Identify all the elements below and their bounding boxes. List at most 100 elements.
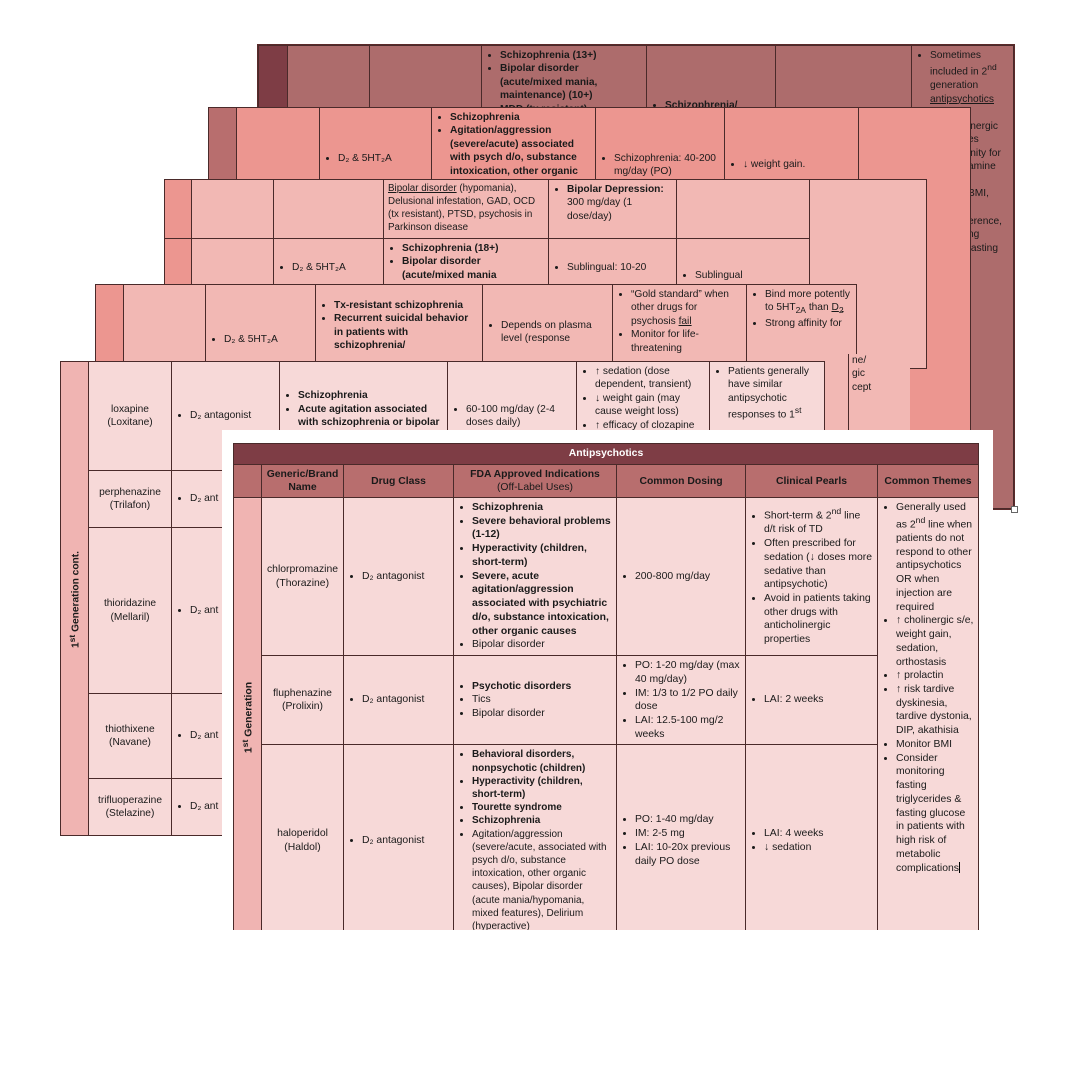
indications-cell: Behavioral disorders, nonpsychotic (chil… xyxy=(453,744,617,930)
list-item: D₂ & 5HT₂A xyxy=(292,261,379,274)
list-item: Bipolar disorder xyxy=(472,707,612,721)
header-indications-main: FDA Approved Indications xyxy=(470,469,600,480)
drug-name-cell: trifluoperazine (Stelazine) xyxy=(88,778,172,836)
list-item: D₂ antagonist xyxy=(362,693,449,707)
dosing-label: Bipolar Depression: xyxy=(567,184,664,195)
list-item: Hyperactivity (children, short-term) xyxy=(472,775,612,801)
list-item: Bipolar disorder (acute/mixed mania xyxy=(402,255,544,282)
generation-label: 1st Generation xyxy=(233,497,262,930)
list-item: LAI: 2 weeks xyxy=(764,693,873,707)
list-item: ↓ weight gain (may cause weight loss) xyxy=(595,392,705,419)
dosing-cell: PO: 1-40 mg/day IM: 2-5 mg LAI: 10-20x p… xyxy=(616,744,746,930)
list-item: Schizophrenia/ xyxy=(665,99,771,112)
fragment: fasting xyxy=(968,242,999,254)
list-item: Psychotic disorders xyxy=(472,680,612,694)
list-item: ↑ risk tardive dyskinesia, tardive dysto… xyxy=(896,683,974,738)
list-item: D₂ ant xyxy=(190,729,275,742)
resize-handle[interactable] xyxy=(1011,506,1018,513)
text-cursor xyxy=(958,862,960,874)
list-item: Severe, acute agitation/aggression assoc… xyxy=(472,570,612,639)
list-item: Recurrent suicidal behavior in patients … xyxy=(334,312,478,352)
list-item: Consider monitoring fasting triglyceride… xyxy=(896,752,974,876)
drug-class-cell: D₂ antagonist xyxy=(343,496,454,657)
generation-label: 1st Generation cont. xyxy=(60,361,89,836)
list-item: Sometimes included in 2nd generation ant… xyxy=(930,49,1009,106)
list-item: ↓ sedation xyxy=(764,841,873,855)
list-item: Schizophrenia: 40-200 mg/day (PO) xyxy=(614,152,720,179)
sheet3-side-cell xyxy=(164,179,192,239)
header-name: Generic/Brand Name xyxy=(261,464,344,498)
sheet3-offlabel-cell: Bipolar disorder (hypomania), Delusional… xyxy=(383,179,549,239)
fragment: gic xyxy=(852,368,866,380)
indications-cell: Psychotic disorders Tics Bipolar disorde… xyxy=(453,655,617,746)
offlabel-text: (hypomania), Delusional infestation, GAD… xyxy=(388,183,536,233)
list-item: IM: 2-5 mg xyxy=(635,827,741,841)
list-item: Severe behavioral problems (1-12) xyxy=(472,515,612,542)
list-item: ↑ cholinergic s/e, weight gain, sedation… xyxy=(896,614,974,669)
list-item: ↓ weight gain. xyxy=(743,158,854,171)
list-item: ↑ sedation (dose dependent, transient) xyxy=(595,365,705,392)
sheet3-pearls-cell xyxy=(676,179,810,239)
underlined-word: fail xyxy=(678,315,692,327)
list-item: LAI: 10-20x previous daily PO dose xyxy=(635,841,741,868)
header-pearls: Clinical Pearls xyxy=(745,464,878,498)
list-item: D₂ & 5HT₂A xyxy=(224,333,311,346)
table-row: fluphenazine (Prolixin) D₂ antagonist Ps… xyxy=(234,655,979,746)
sheet-fragments-right: ne/ gic cept xyxy=(848,354,910,430)
list-item: D₂ ant xyxy=(190,492,275,505)
fragment: inity for xyxy=(968,147,1001,159)
list-item: LAI: 4 weeks xyxy=(764,827,873,841)
list-item: Hyperactivity (children, short-term) xyxy=(472,542,612,569)
list-item: Generally used as 2nd line when patients… xyxy=(896,501,974,614)
header-class: Drug Class xyxy=(343,464,454,498)
list-item: Avoid in patients taking other drugs wit… xyxy=(764,592,873,647)
list-item: D₂ antagonist xyxy=(190,409,275,422)
drug-name-cell: thiothixene (Navane) xyxy=(88,693,172,779)
drug-name-cell: loxapine (Loxitane) xyxy=(88,361,172,471)
drug-name-cell: thioridazine (Mellaril) xyxy=(88,527,172,694)
sheet3-class-cell xyxy=(273,179,384,239)
list-item: Agitation/aggression (severe/acute, asso… xyxy=(472,828,612,930)
fragment: ne/ xyxy=(852,355,867,366)
list-item: Schizophrenia (13+) xyxy=(500,49,642,62)
fragment: es xyxy=(968,134,979,146)
list-item: ↑ prolactin xyxy=(896,669,974,683)
table-row: haloperidol (Haldol) D₂ antagonist Behav… xyxy=(234,744,979,930)
dosing-value: 300 mg/day (1 dose/day) xyxy=(567,197,633,222)
list-item: 60-100 mg/day (2-4 doses daily) xyxy=(466,403,572,430)
drug-name-cell: haloperidol (Haldol) xyxy=(261,744,344,930)
pearls-cell: LAI: 4 weeks ↓ sedation xyxy=(745,744,878,930)
list-item: Behavioral disorders, nonpsychotic (chil… xyxy=(472,748,612,774)
pearls-cell: LAI: 2 weeks xyxy=(745,655,878,746)
fragment: erence, xyxy=(968,215,1002,227)
drug-name-cell: chlorpromazine (Thorazine) xyxy=(261,496,344,657)
drug-class-cell: D₂ antagonist xyxy=(343,744,454,930)
dosing-cell: PO: 1-20 mg/day (max 40 mg/day) IM: 1/3 … xyxy=(616,655,746,746)
header-indications-sub: (Off-Label Uses) xyxy=(496,482,574,493)
list-item: D₂ antagonist xyxy=(362,834,449,848)
fragment: amine xyxy=(968,161,996,173)
drug-name-cell: perphenazine (Trilafon) xyxy=(88,470,172,528)
sheet-fragments-right-2 xyxy=(848,365,906,431)
header-indications: FDA Approved Indications (Off-Label Uses… xyxy=(453,464,617,498)
fragment: ng xyxy=(968,229,980,241)
list-item: Monitor BMI xyxy=(896,738,974,752)
offlabel-link: Bipolar disorder xyxy=(388,183,457,194)
list-item: Bind more potently to 5HT2A than D2 xyxy=(765,288,852,317)
list-item: Sublingual xyxy=(695,269,805,282)
main-sheet: Antipsychotics Generic/Brand Name Drug C… xyxy=(222,430,993,930)
table-title: Antipsychotics xyxy=(233,443,979,465)
list-item: Tourette syndrome xyxy=(472,801,612,814)
dosing-cell: 200-800 mg/day xyxy=(616,496,746,657)
list-item: Schizophrenia xyxy=(472,501,612,515)
pearls-cell: Short-term & 2nd line d/t risk of TD Oft… xyxy=(745,496,878,657)
list-item: Tx-resistant schizophrenia xyxy=(334,299,478,312)
list-item: PO: 1-20 mg/day (max 40 mg/day) xyxy=(635,659,741,686)
header-themes: Common Themes xyxy=(877,464,979,498)
fragment: cept xyxy=(852,381,872,393)
drug-class-cell: D₂ antagonist xyxy=(343,655,454,746)
list-item: “Gold standard” when other drugs for psy… xyxy=(631,288,742,328)
list-item: D₂ antagonist xyxy=(362,570,449,584)
list-item: Bipolar Depression: 300 mg/day (1 dose/d… xyxy=(567,183,672,223)
list-item: Schizophrenia xyxy=(450,111,591,124)
